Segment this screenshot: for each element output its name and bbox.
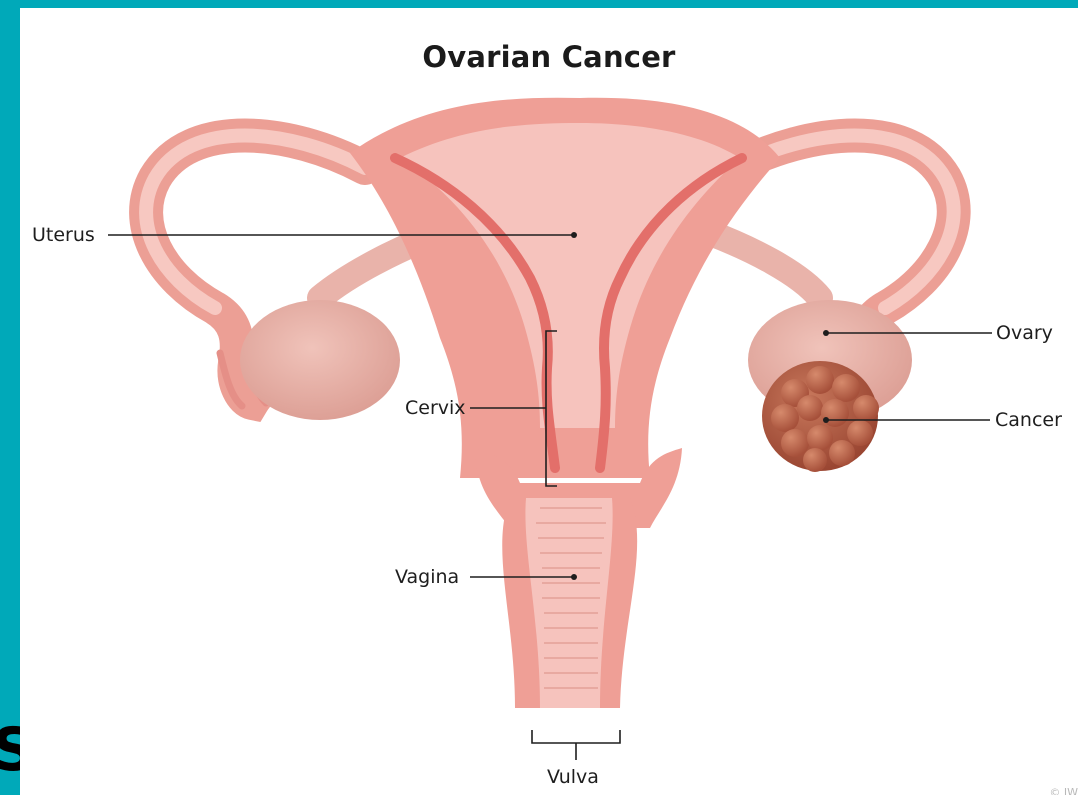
image-credit: © IW <box>1049 786 1078 795</box>
cancer-label: Cancer <box>995 411 1062 430</box>
right-ovarian-ligament <box>710 233 820 298</box>
frame-top-border <box>0 0 1078 8</box>
left-ovary <box>240 300 400 420</box>
vagina-label: Vagina <box>395 568 459 587</box>
vulva-bracket <box>532 730 620 743</box>
uterus <box>350 98 780 478</box>
vulva-label: Vulva <box>547 768 599 787</box>
frame-left-border <box>0 0 20 795</box>
ovary-label: Ovary <box>996 324 1053 343</box>
cervix-label: Cervix <box>405 399 466 418</box>
vagina <box>502 498 637 708</box>
uterus-label: Uterus <box>32 226 95 245</box>
diagram-panel: Ovarian Cancer <box>20 8 1078 795</box>
ovarian-tumor <box>762 361 879 472</box>
reproductive-anatomy-illustration <box>20 8 1078 795</box>
